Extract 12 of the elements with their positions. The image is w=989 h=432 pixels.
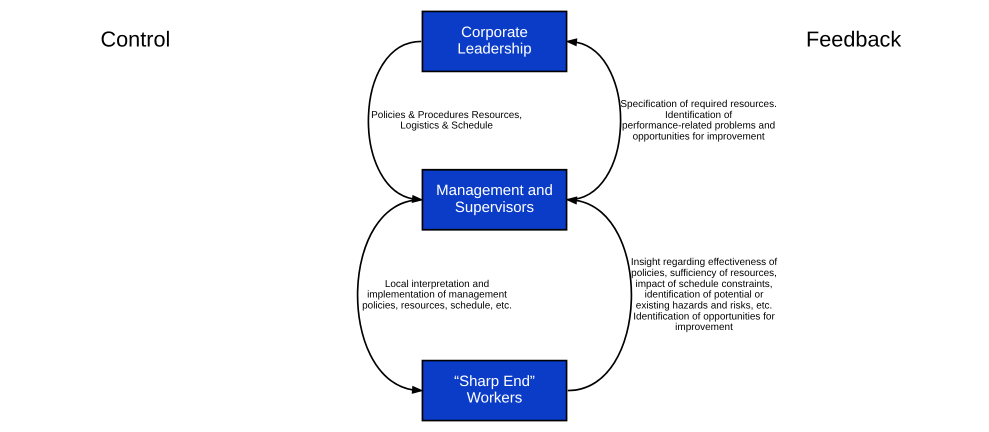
arrow <box>356 198 424 394</box>
node-box: Corporate Leadership <box>422 10 568 72</box>
edge-label: Local interpretation and implementation of management policies, resources, schedule, etc. <box>362 278 512 312</box>
arrow <box>565 38 622 201</box>
label: Feedback <box>806 26 902 52</box>
edge-label: Specification of required resources. Identification of performance-related problems and opportunities for improvement <box>620 98 777 142</box>
arrow <box>565 196 632 392</box>
node-box: “Sharp End” Workers <box>422 360 568 422</box>
label: Control <box>100 26 170 52</box>
node-box: Management and Supervisors <box>422 168 568 231</box>
edge-label: Insight regarding effectiveness of policies, sufficiency of resources, impact of schedule constraints, identification of potential or existing hazards and risks, etc. Identification of opportunities for improvement <box>630 257 778 334</box>
edge-label: Policies & Procedures Resources, Logistics & Schedule <box>371 110 522 132</box>
